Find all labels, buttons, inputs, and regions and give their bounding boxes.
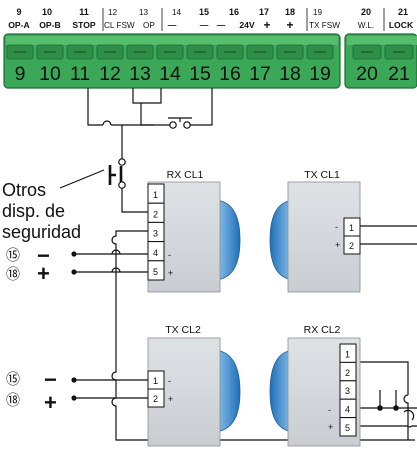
- main-terminal-12: 12: [99, 63, 121, 85]
- hdr-num-13: 13: [139, 8, 149, 17]
- rx-cl1-pin-2: 2: [153, 209, 158, 219]
- tx-cl2-pol-2: +: [168, 394, 173, 404]
- main-terminal-15: 15: [189, 63, 211, 85]
- pos-terminal-ref-2: ⑱: [6, 393, 20, 409]
- rx-cl2-pol-4: -: [328, 405, 331, 415]
- hdr-num-17: 17: [259, 7, 269, 17]
- supply-labels-2: ⑮ − ⑱ +: [6, 367, 57, 415]
- rx-cl1-pin-5: 5: [153, 267, 158, 277]
- device-rx-cl1-title: RX CL1: [167, 169, 204, 181]
- device-rx-cl1: RX CL1 1 2 3 4 5 - +: [147, 169, 241, 293]
- tx-cl1-pin-2: 2: [349, 241, 354, 251]
- hdr-label-tx-fsw: TX FSW: [309, 21, 340, 30]
- hdr-num-11: 11: [79, 7, 89, 17]
- hdr-label-14: —: [168, 20, 177, 30]
- neg-terminal-ref-1: ⑮: [6, 248, 20, 264]
- hdr-label-op-b: OP-B: [39, 20, 60, 30]
- hdr-label-18: +: [286, 18, 293, 32]
- pos-terminal-ref-1: ⑱: [6, 267, 20, 283]
- hdr-label-op: OP: [143, 21, 155, 30]
- terminal-header: 9 OP-A 10 OP-B 11 STOP 12 CL FSW 13 OP 1…: [8, 7, 414, 32]
- pos-sign-1: +: [37, 261, 50, 286]
- aux-terminal-21: 21: [388, 63, 410, 85]
- tx-cl2-pin-1: 1: [153, 376, 158, 386]
- hdr-num-15: 15: [199, 7, 209, 17]
- aux-terminal-20: 20: [356, 63, 378, 85]
- rx-cl1-pin-4: 4: [153, 248, 158, 258]
- terminal-block-main: 9 10 11 12 13 14 15 16 17 18 19: [3, 33, 341, 89]
- rx-cl2-pol-5: +: [328, 422, 333, 432]
- hdr-label-op-a: OP-A: [8, 20, 29, 30]
- pos-sign-2: +: [44, 390, 57, 415]
- hdr-num-16: 16: [229, 7, 239, 17]
- rx-cl2-pin-2: 2: [345, 368, 350, 378]
- main-terminal-14: 14: [159, 63, 181, 85]
- main-terminal-17: 17: [249, 63, 271, 85]
- rx-cl1-pin-1: 1: [153, 190, 158, 200]
- hdr-label-stop: STOP: [72, 20, 96, 30]
- hdr-label-17-plus: +: [263, 18, 270, 32]
- rx-cl2-pin-1: 1: [345, 349, 350, 359]
- supply-labels-1: ⑮ − ⑱ +: [6, 243, 50, 286]
- other-devices-line-2: disp. de: [2, 201, 65, 221]
- neg-sign-1: −: [37, 243, 50, 268]
- neg-terminal-ref-2: ⑮: [6, 372, 20, 388]
- hdr-label-24v: 24V: [239, 20, 255, 30]
- hdr-num-18: 18: [285, 7, 295, 17]
- rx-cl2-pin-4: 4: [345, 405, 350, 415]
- hdr-num-19: 19: [313, 8, 323, 17]
- rx-cl1-pol-4: -: [168, 250, 171, 260]
- hdr-num-14: 14: [172, 8, 182, 17]
- hdr-num-12: 12: [108, 8, 118, 17]
- device-rx-cl2-title: RX CL2: [304, 324, 341, 336]
- tx-cl2-pin-2: 2: [153, 394, 158, 404]
- hdr-label-cl-fsw: CL FSW: [104, 21, 135, 30]
- device-tx-cl1: TX CL1 1 2 - +: [269, 169, 361, 293]
- tx-cl1-pol-2: +: [335, 240, 340, 250]
- hdr-label-16: —: [217, 20, 226, 30]
- other-devices-line-3: seguridad: [2, 222, 81, 242]
- rx-cl2-pin-3: 3: [345, 386, 350, 396]
- main-terminal-11: 11: [70, 63, 90, 85]
- wiring: [74, 88, 417, 441]
- other-devices-line-1: Otros: [2, 180, 46, 200]
- hdr-label-15: —: [200, 20, 209, 30]
- device-tx-cl1-title: TX CL1: [304, 169, 340, 181]
- main-terminal-16: 16: [219, 63, 241, 85]
- hdr-label-wl: W.L.: [358, 21, 374, 30]
- hdr-label-lock: LOCK: [389, 20, 414, 30]
- hdr-num-20: 20: [361, 7, 371, 17]
- neg-sign-2: −: [44, 367, 57, 392]
- rx-cl2-pin-5: 5: [345, 423, 350, 433]
- tx-cl1-pol-1: -: [335, 222, 338, 232]
- main-terminal-10: 10: [39, 63, 61, 85]
- supply-dots: [71, 251, 77, 401]
- tx-cl1-pin-1: 1: [349, 223, 354, 233]
- rx-cl1-pol-5: +: [168, 268, 173, 278]
- hdr-num-21: 21: [398, 7, 408, 17]
- hdr-num-10: 10: [42, 7, 52, 17]
- tx-cl2-pol-1: -: [168, 376, 171, 386]
- main-terminal-13: 13: [129, 63, 151, 85]
- main-terminal-19: 19: [309, 63, 331, 85]
- device-rx-cl2: RX CL2 1 2 3 4 5 - +: [269, 324, 361, 447]
- other-devices-label: Otros disp. de seguridad: [2, 169, 105, 242]
- main-terminal-18: 18: [279, 63, 301, 85]
- main-terminal-9: 9: [15, 63, 26, 85]
- device-tx-cl2-title: TX CL2: [165, 324, 201, 336]
- hdr-num-9: 9: [16, 7, 21, 17]
- rx-cl1-pin-3: 3: [153, 229, 158, 239]
- device-tx-cl2: TX CL2 1 2 - +: [147, 324, 241, 447]
